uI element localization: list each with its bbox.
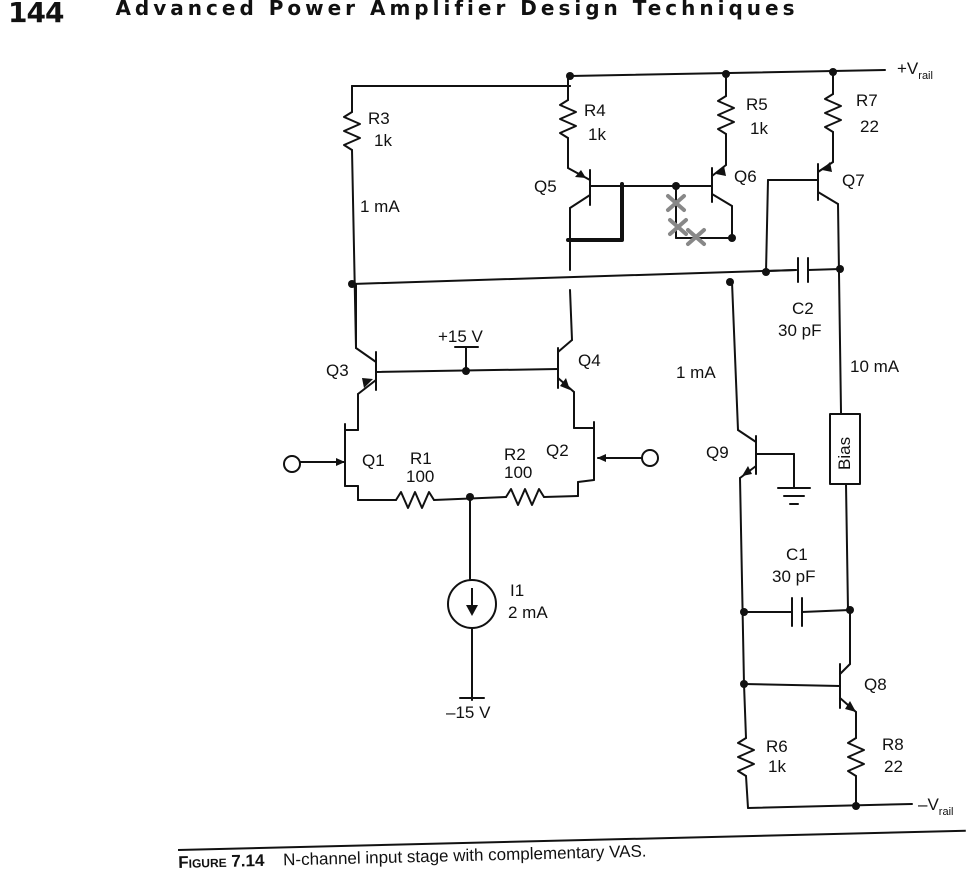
i1-arrow-icon bbox=[466, 605, 478, 616]
r7-name: R7 bbox=[856, 91, 878, 110]
q8-label: Q8 bbox=[864, 675, 887, 694]
plus15-label: +15 V bbox=[438, 327, 484, 346]
c2-value: 30 pF bbox=[778, 321, 821, 340]
c1-name: C1 bbox=[786, 545, 808, 564]
q9-emitter-arrow-icon bbox=[742, 466, 752, 476]
caption-label: Figure bbox=[178, 851, 227, 872]
running-title: Advanced Power Amplifier Design Techniqu… bbox=[115, 0, 799, 20]
r3-value: 1k bbox=[374, 131, 392, 150]
r2-value: 100 bbox=[504, 463, 532, 482]
minus15-label: –15 V bbox=[446, 703, 491, 722]
q2-label: Q2 bbox=[546, 441, 569, 460]
r8-resistor bbox=[847, 737, 865, 777]
q6-label: Q6 bbox=[734, 167, 757, 186]
q3-label: Q3 bbox=[326, 361, 349, 380]
r8-name: R8 bbox=[882, 735, 904, 754]
r8-value: 22 bbox=[884, 757, 903, 776]
q9-label: Q9 bbox=[706, 443, 729, 462]
r4-resistor bbox=[559, 99, 577, 139]
pos-rail-label: +Vrail bbox=[897, 59, 933, 82]
r3-current-label: 1 mA bbox=[360, 197, 400, 216]
r1-resistor bbox=[395, 491, 435, 509]
i1-name: I1 bbox=[510, 581, 524, 600]
r6-name: R6 bbox=[766, 737, 788, 756]
r6-resistor bbox=[737, 737, 755, 777]
q5-emitter-arrow-icon bbox=[575, 170, 586, 178]
page-number: 144 bbox=[8, 0, 64, 29]
q1-input-terminal bbox=[283, 455, 301, 473]
q8-emitter-arrow-icon bbox=[845, 701, 856, 712]
r3-name: R3 bbox=[368, 109, 390, 128]
q7-label: Q7 bbox=[842, 171, 865, 190]
c1-value: 30 pF bbox=[772, 567, 815, 586]
cut-mark-icon bbox=[666, 194, 706, 246]
q2-input-terminal bbox=[641, 449, 659, 467]
q3-emitter-arrow-icon bbox=[362, 378, 373, 388]
vas-current-label: 1 mA bbox=[676, 363, 716, 382]
r2-resistor bbox=[505, 488, 545, 506]
r6-value: 1k bbox=[768, 757, 786, 776]
r1-name: R1 bbox=[410, 449, 432, 468]
neg-rail-label: –Vrail bbox=[918, 795, 953, 818]
c2-name: C2 bbox=[792, 299, 814, 318]
r7-value: 22 bbox=[860, 117, 879, 136]
r4-name: R4 bbox=[584, 101, 606, 120]
negative-rail-wire bbox=[747, 803, 913, 809]
i1-value: 2 mA bbox=[508, 603, 548, 622]
q4-label: Q4 bbox=[578, 351, 601, 370]
page-header: 144 Advanced Power Amplifier Design Tech… bbox=[8, 0, 798, 36]
q6-emitter-arrow-icon bbox=[716, 166, 726, 176]
bias-label: Bias bbox=[835, 437, 854, 470]
r1-value: 100 bbox=[406, 467, 434, 486]
r5-name: R5 bbox=[746, 95, 768, 114]
caption-number: 7.14 bbox=[231, 850, 265, 871]
r3-resistor bbox=[343, 111, 361, 151]
q7-emitter-arrow-icon bbox=[822, 162, 832, 172]
junction-dots bbox=[348, 68, 860, 810]
r4-value: 1k bbox=[588, 125, 606, 144]
output-current-label: 10 mA bbox=[850, 357, 900, 376]
r7-resistor bbox=[824, 93, 842, 133]
q1-label: Q1 bbox=[362, 451, 385, 470]
q4-emitter-arrow-icon bbox=[560, 378, 570, 390]
q5-label: Q5 bbox=[534, 177, 557, 196]
r5-resistor bbox=[717, 95, 735, 135]
r2-name: R2 bbox=[504, 445, 526, 464]
r5-value: 1k bbox=[750, 119, 768, 138]
